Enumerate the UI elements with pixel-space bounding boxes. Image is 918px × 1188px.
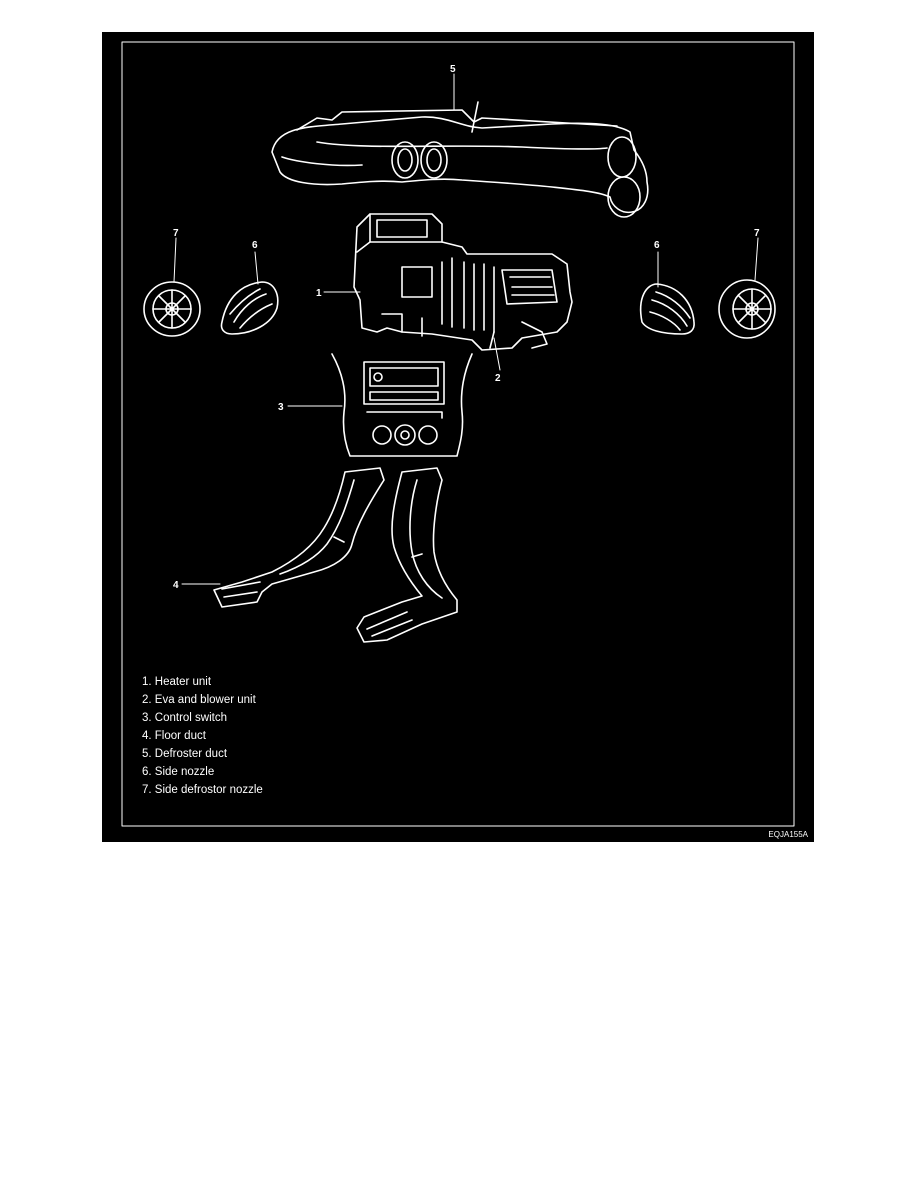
callout-3: 3 [278, 402, 284, 413]
callout-4: 4 [173, 580, 179, 591]
side-nozzle-left [220, 281, 279, 335]
callout-7-right: 7 [754, 228, 760, 239]
callout-6-right: 6 [654, 240, 660, 251]
side-nozzle-right [639, 283, 695, 335]
legend-item: 4. Floor duct [142, 730, 206, 742]
parts-legend: 1. Heater unit 2. Eva and blower unit 3.… [142, 673, 263, 799]
heater-and-blower-unit [353, 213, 573, 351]
figure-code: EQJA155A [768, 830, 808, 839]
callout-6-left: 6 [252, 240, 258, 251]
diagram-panel: 5 1 2 3 4 7 6 6 7 1. Heater unit 2. Eva … [102, 32, 814, 842]
legend-item: 5. Defroster duct [142, 748, 228, 760]
inner-frame [121, 41, 795, 827]
leader-lines [173, 73, 759, 585]
callout-5: 5 [450, 64, 456, 75]
defroster-duct [271, 101, 649, 218]
legend-item: 2. Eva and blower unit [142, 694, 256, 706]
side-defrostor-nozzle-left [143, 281, 201, 337]
legend-item: 6. Side nozzle [142, 766, 215, 778]
side-defrostor-nozzle-right [718, 279, 776, 339]
hvac-components-illustration: 5 1 2 3 4 7 6 6 7 [121, 41, 795, 827]
control-switch-console [331, 353, 473, 457]
legend-item: 1. Heater unit [142, 676, 212, 688]
floor-duct [213, 467, 458, 643]
legend-item: 3. Control switch [142, 712, 228, 724]
callout-1: 1 [316, 288, 322, 299]
callout-2: 2 [495, 373, 501, 384]
callout-7-left: 7 [173, 228, 179, 239]
legend-item: 7. Side defrostor nozzle [142, 784, 263, 796]
